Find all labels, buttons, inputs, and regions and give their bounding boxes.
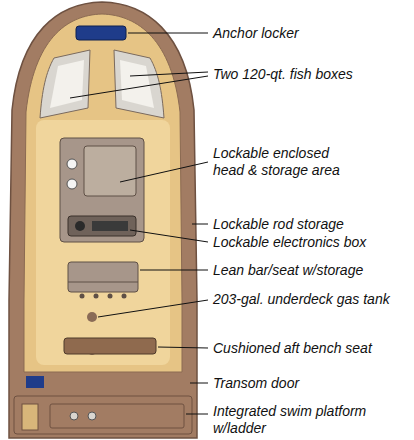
callout-label: Two 120-qt. fish boxes (213, 66, 408, 83)
callout-label: Lockable rod storage (213, 216, 408, 233)
callout-label: Lockable enclosed head & storage area (213, 145, 363, 179)
callout-label: Anchor locker (213, 25, 408, 42)
callout-label: 203-gal. underdeck gas tank (213, 291, 408, 308)
callout-label: Lean bar/seat w/storage (213, 262, 408, 279)
callout-label: Cushioned aft bench seat (213, 340, 408, 357)
callout-label: Transom door (213, 375, 408, 392)
callout-label: Integrated swim platform w/ladder (213, 403, 398, 437)
callout-label: Lockable electronics box (213, 234, 408, 251)
